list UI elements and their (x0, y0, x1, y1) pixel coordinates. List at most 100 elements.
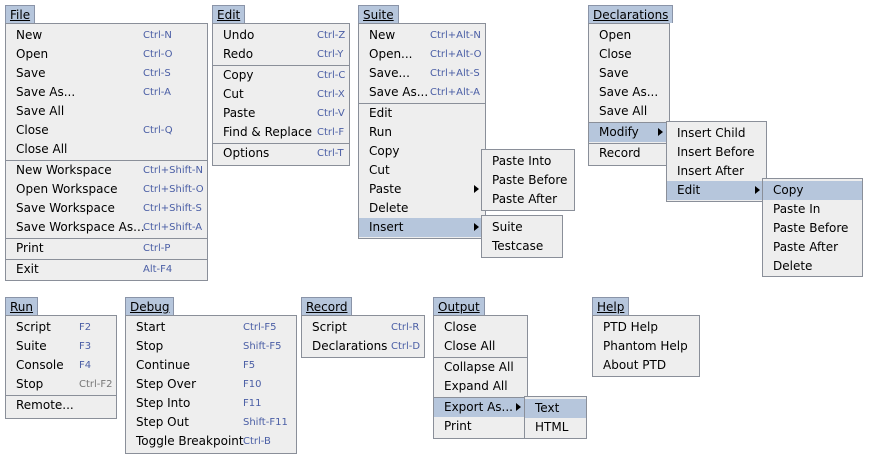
output-export-as[interactable]: Export As... (434, 398, 527, 417)
modify-insert-before[interactable]: Insert Before (677, 145, 755, 159)
help-phantom-help[interactable]: Phantom Help (603, 339, 688, 353)
output-print[interactable]: Print (444, 419, 472, 433)
suite-paste[interactable]: Paste (359, 180, 485, 199)
output-close-all[interactable]: Close All (444, 339, 496, 353)
suite-copy[interactable]: Copy (369, 144, 400, 158)
modify-edit[interactable]: Edit (667, 181, 766, 200)
decl-save-as[interactable]: Save As... (599, 85, 659, 99)
suite-cut[interactable]: Cut (369, 163, 390, 177)
edit-sub-copy[interactable]: Copy (763, 181, 862, 200)
declarations-menu-dropdown: Open Close Save Save As... Save All Modi… (588, 23, 670, 166)
decl-open[interactable]: Open (599, 28, 632, 42)
edit-menu-title[interactable]: Edit (212, 5, 246, 23)
separator (6, 395, 116, 396)
modify-insert-after[interactable]: Insert After (677, 164, 745, 178)
file-close-all[interactable]: Close All (16, 142, 68, 156)
separator (359, 103, 485, 104)
debug-menu: Debug (125, 297, 175, 315)
edit-sub-delete[interactable]: Delete (773, 259, 813, 273)
help-menu-title[interactable]: Help (592, 297, 630, 315)
submenu-arrow-icon (474, 185, 479, 193)
insert-testcase[interactable]: Testcase (492, 239, 544, 253)
suite-insert-submenu: Suite Testcase (481, 215, 563, 258)
help-about-ptd[interactable]: About PTD (603, 358, 667, 372)
paste-after[interactable]: Paste After (492, 192, 558, 206)
file-menu-title[interactable]: File (5, 5, 36, 23)
edit-sub-paste-before[interactable]: Paste Before (773, 221, 849, 235)
output-expand-all[interactable]: Expand All (444, 379, 508, 393)
output-collapse-all[interactable]: Collapse All (444, 360, 514, 374)
help-ptd-help[interactable]: PTD Help (603, 320, 658, 334)
paste-before[interactable]: Paste Before (492, 173, 568, 187)
decl-close[interactable]: Close (599, 47, 632, 61)
submenu-arrow-icon (658, 128, 663, 136)
decl-save[interactable]: Save (599, 66, 629, 80)
decl-modify[interactable]: Modify (589, 123, 669, 142)
file-save-all[interactable]: Save All (16, 104, 65, 118)
declarations-menu-title[interactable]: Declarations (588, 5, 674, 23)
run-menu-title[interactable]: Run (5, 297, 39, 315)
suite-save-as[interactable]: Save As...Ctrl+Alt-A (369, 85, 480, 99)
output-close[interactable]: Close (444, 320, 477, 334)
declarations-modify-submenu: Insert Child Insert Before Insert After … (666, 121, 767, 202)
decl-record[interactable]: Record (599, 146, 641, 160)
file-save-workspace-as[interactable]: Save Workspace As...Ctrl+Shift-A (16, 220, 203, 234)
modify-insert-child[interactable]: Insert Child (677, 126, 746, 140)
suite-insert[interactable]: Insert (359, 218, 485, 237)
suite-edit[interactable]: Edit (369, 106, 393, 120)
debug-menu-title[interactable]: Debug (125, 297, 175, 315)
suite-open[interactable]: Open...Ctrl+Alt-O (369, 47, 482, 61)
separator (589, 122, 669, 123)
edit-sub-paste-after[interactable]: Paste After (773, 240, 839, 254)
record-menu-title[interactable]: Record (301, 297, 353, 315)
export-html[interactable]: HTML (535, 420, 569, 434)
suite-save[interactable]: Save...Ctrl+Alt-S (369, 66, 480, 80)
output-menu-title[interactable]: Output (433, 297, 485, 315)
run-menu: Run (5, 297, 39, 315)
run-remote[interactable]: Remote... (16, 398, 74, 412)
help-menu: Help (592, 297, 630, 315)
insert-suite[interactable]: Suite (492, 220, 523, 234)
edit-sub-paste-in[interactable]: Paste In (773, 202, 821, 216)
export-text[interactable]: Text (525, 399, 586, 418)
suite-run[interactable]: Run (369, 125, 393, 139)
file-save-as[interactable]: Save As...Ctrl-A (16, 85, 172, 99)
decl-save-all[interactable]: Save All (599, 104, 648, 118)
suite-delete[interactable]: Delete (369, 201, 409, 215)
suite-menu-title[interactable]: Suite (358, 5, 399, 23)
paste-into[interactable]: Paste Into (492, 154, 552, 168)
